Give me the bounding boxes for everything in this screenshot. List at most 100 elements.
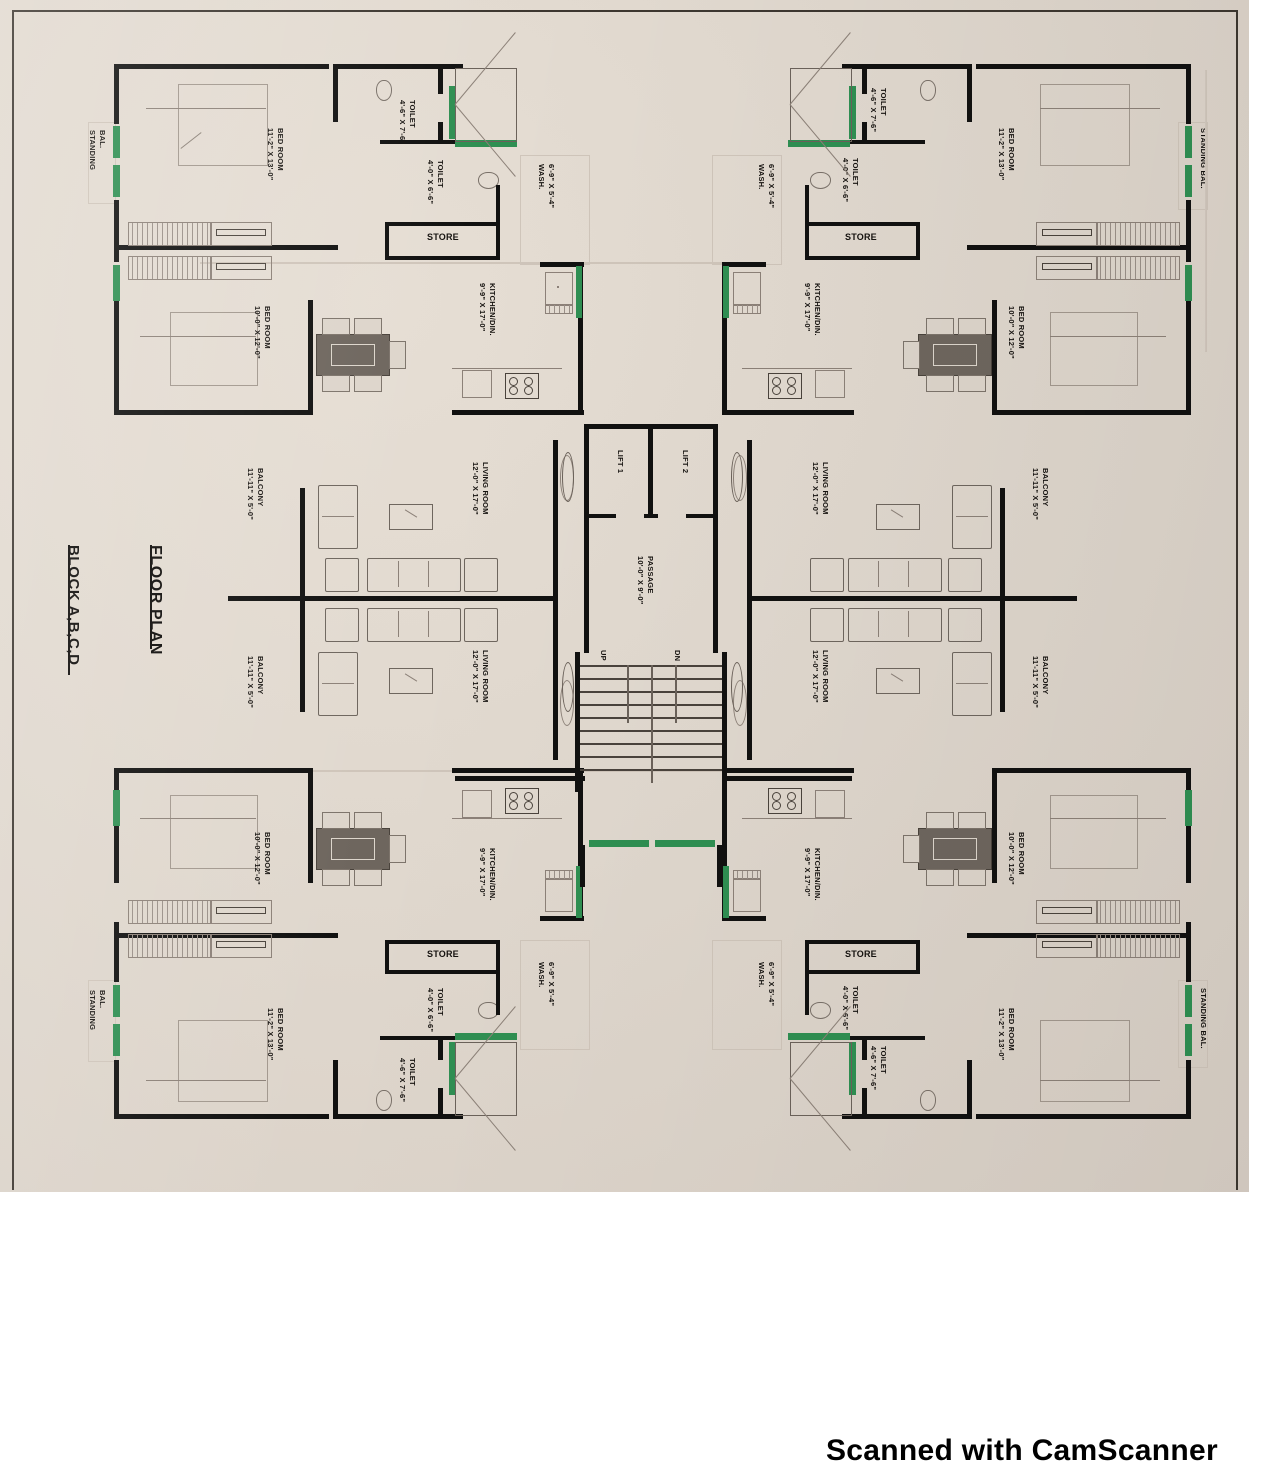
sheet-border-right [1236,10,1238,1190]
wall-br-mid-h [967,933,1191,938]
wall-tl-store-left [385,222,389,260]
label-bal-standing-tl: BAL. STANDING [88,130,108,171]
wardrobe-hatch-tr-2 [1096,256,1180,280]
dining-chair-tr-4 [958,375,986,392]
label-living-br: LIVING ROOM 12'-0" X 17'-0" [811,650,831,703]
dining-chair-tl-3 [322,375,350,392]
label-store-br: STORE [845,949,877,959]
counter-line-br [742,818,852,819]
wardrobe-bar-tr-1 [1042,229,1092,236]
sofa-main-br [848,608,942,642]
wall-lift-bottom-l [584,514,616,518]
page-title: FLOOR PLAN [147,545,164,655]
label-store-bl: STORE [427,949,459,959]
green-opening-bl-toilet2 [455,1033,517,1040]
green-opening-bl-balcony-2 [113,985,120,1017]
shaft-box-tl [455,68,517,142]
wc-icon-br-2 [810,1002,831,1019]
wall-tr-outer-bottom [993,410,1191,415]
wall-br-kitchen-left2 [722,768,727,830]
wall-tl-toilet-top [333,64,463,69]
green-opening-bl-balcony-3 [113,1024,120,1056]
label-bedroom-master-br: BED ROOM 11'-2" X 13'-0" [997,1008,1017,1061]
green-opening-tl-toilet [449,86,456,139]
wall-tr-outer-right-b [1186,200,1191,262]
green-opening-br-toilet [849,1042,856,1095]
wall-tr-mid-h [967,245,1191,250]
washing-machine-br [733,878,761,912]
passage-door-right [731,452,743,502]
wall-lift-left [584,424,589,518]
sofa-side-tr [952,485,992,549]
label-bedroom-master-bl: BED ROOM 11'-2" X 13'-0" [266,1008,286,1061]
wardrobe-shelf-tr-2 [1036,256,1098,280]
label-bedroom-second-tl: BED ROOM 10'-0" X 12'-0" [253,306,273,359]
sofa-seat-bl-a [398,611,399,637]
wall-core-top-left-spur [455,776,585,781]
wall-tr-kitchen-bottom [722,410,854,415]
wash-outline-br [712,940,782,1050]
label-toilet-small-tl: TOILET 4'-0" X 6'-6" [426,160,446,205]
wall-tr-outer-right-a [1186,64,1191,124]
bed-furniture-tl-second [170,312,258,386]
sofa-side-bl [318,652,358,716]
bed-furniture-tr-second [1050,312,1138,386]
dining-table-tr [918,334,992,376]
green-opening-tl-kitchen [576,266,582,318]
dining-chair-bl-3 [322,869,350,886]
wall-br-outer-top [993,768,1191,773]
camscanner-watermark: Scanned with CamScanner [825,1434,1218,1467]
label-lift-1: LIFT 1 [616,450,625,474]
label-toilet-small-bl: TOILET 4'-0" X 6'-6" [426,988,446,1033]
stove-bl [505,788,539,814]
wall-bl-living-left [300,600,305,712]
wardrobe-shelf-br-2 [1036,934,1098,958]
bed-furniture-br-master [1040,1020,1130,1102]
wall-core-top-right-spur [722,776,852,781]
wall-br-toilet-right [967,1060,972,1118]
armchair-tl-a [325,558,359,592]
green-opening-tr-toilet [849,86,856,139]
label-lift-2: LIFT 2 [681,450,690,474]
dining-chair-br-4 [958,869,986,886]
stove-tl [505,373,539,399]
wall-br-toilet-bottom [842,1114,972,1119]
wall-bl-living-right [553,600,558,760]
label-balcony-bl: BALCONY 11'-11" X 5'-0" [246,656,266,709]
wall-br-toilet-left2 [862,1038,867,1060]
green-opening-core-right [655,840,715,847]
label-wash-tr: 6'-9" X 5'-4" WASH. [757,164,777,209]
wall-tl-living-right [553,440,558,600]
sheet-border-top [12,10,1237,12]
washing-machine-bl [545,878,573,912]
wall-tl-living-left [300,488,305,600]
sofa-side-br [952,652,992,716]
wardrobe-shelf-br-1 [1036,900,1098,924]
washing-machine-tr [733,272,761,306]
wall-tl-outer-bottom [114,410,312,415]
wall-tl-outer-left-b [114,200,119,262]
wall-bl-store-right [496,940,500,1015]
wardrobe-bar-tl-1 [216,229,266,236]
label-store-tl: STORE [427,232,459,242]
green-opening-tl-balcony-2 [113,165,120,197]
bed-pillow-line-bl [146,1080,266,1081]
wall-lift-right [713,424,718,518]
green-opening-bl-balcony-1 [113,790,120,826]
wardrobe-hatch-tl-2 [128,256,212,280]
wardrobe-bar-br-2 [1042,941,1092,948]
sofa-seat-tl-b [428,561,429,587]
green-opening-br-balcony-1 [1185,790,1192,826]
green-opening-br-toilet2 [788,1033,850,1040]
wall-tr-store-right [916,222,920,260]
wall-tl-toilet-left [333,64,338,122]
sofa-main-tr [848,558,942,592]
armchair-bl-a [325,608,359,642]
bed-pillow-line-tr [1040,108,1160,109]
wall-bl-toilet-div [380,1036,462,1040]
washing-machine-vent-tl [545,304,573,314]
wall-tr-bed1-left [992,300,997,415]
label-toilet-big-tl: TOILET 4'-6" X 7'-6" [398,100,418,145]
green-opening-tr-balcony-3 [1185,265,1192,301]
wall-tr-kitchen-top [722,262,766,267]
